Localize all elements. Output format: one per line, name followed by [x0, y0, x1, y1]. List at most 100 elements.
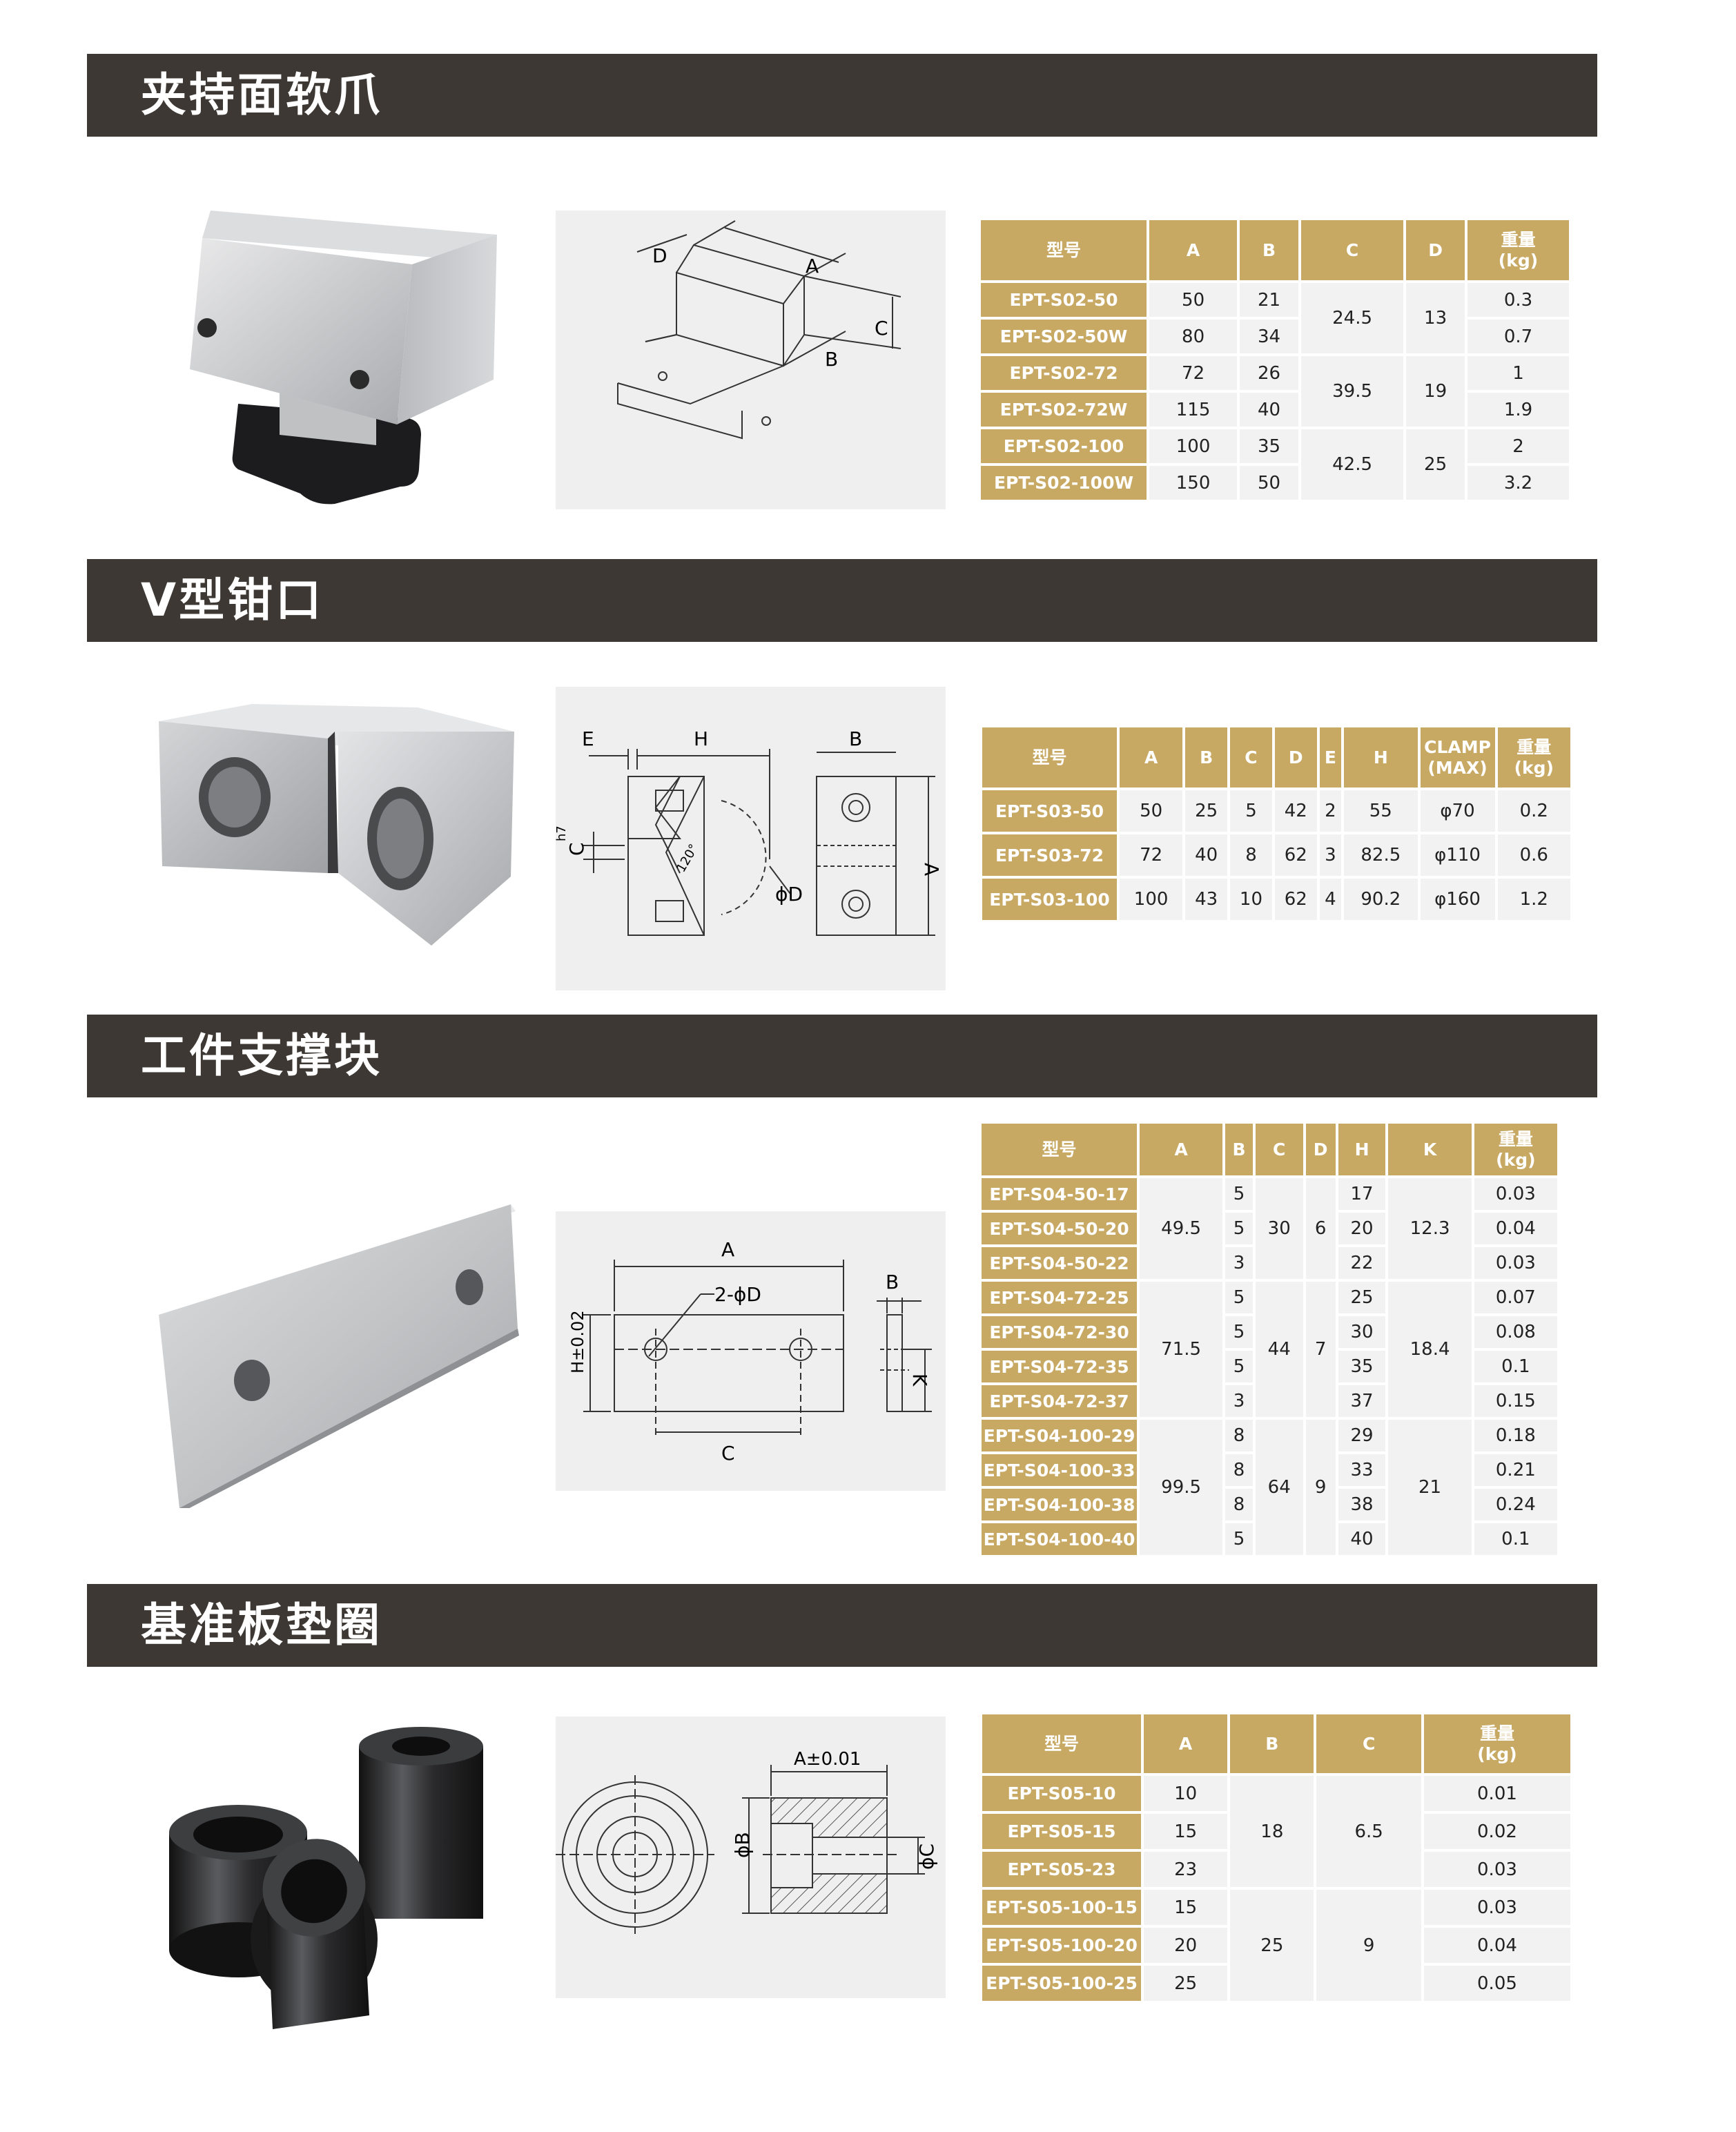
value-cell: 0.1	[1474, 1523, 1557, 1555]
dim-d-label: D	[652, 244, 667, 267]
value-cell: 0.04	[1423, 1928, 1570, 1963]
table-row: EPT-S04-50-22 3 22 0.03	[982, 1247, 1557, 1279]
header-cell: D	[1406, 220, 1465, 280]
table-row: EPT-S03-50 50 25 5 42 2 55 φ70 0.2	[982, 790, 1570, 832]
header-cell: C	[1316, 1714, 1421, 1773]
value-cell: 2	[1467, 429, 1569, 463]
value-cell: 64	[1255, 1420, 1303, 1555]
value-cell: 100	[1120, 879, 1183, 920]
header-cell: 重量 (kg)	[1474, 1124, 1557, 1175]
value-cell: 0.1	[1474, 1351, 1557, 1382]
value-cell: 8	[1225, 1489, 1253, 1520]
soft-jaw-drawing: A D C B	[556, 211, 946, 509]
model-cell: EPT-S05-100-15	[982, 1890, 1141, 1925]
header-cell: 重量 (kg)	[1497, 727, 1570, 788]
value-cell: 55	[1344, 790, 1418, 832]
value-cell: 0.05	[1423, 1966, 1570, 2001]
dim-b-label: B	[886, 1271, 899, 1293]
model-cell: EPT-S02-72	[981, 356, 1147, 390]
table-row: EPT-S05-10 10 18 6.5 0.01	[982, 1776, 1570, 1887]
value-cell: 25	[1406, 429, 1465, 500]
section-title: 工件支撑块	[141, 1029, 382, 1082]
model-cell: EPT-S04-100-40	[982, 1523, 1137, 1555]
header-cell: 型号	[982, 1124, 1137, 1175]
value-cell: 80	[1149, 320, 1238, 353]
washer-drawing: A±0.01 ϕB ϕC	[556, 1717, 946, 1998]
value-cell: 100	[1149, 429, 1238, 463]
dim-tolerance-label: h7	[556, 825, 569, 841]
table-header-row: 型号 A B C D E H CLAMP (MAX) 重量 (kg)	[982, 727, 1570, 788]
header-cell: A	[1149, 220, 1238, 280]
value-cell: 7	[1305, 1282, 1336, 1417]
value-cell: 35	[1240, 429, 1298, 463]
model-cell: EPT-S03-50	[982, 790, 1117, 832]
value-cell: 62	[1274, 834, 1317, 876]
table-row: EPT-S03-100 100 43 10 62 4 90.2 φ160 1.2	[982, 879, 1570, 920]
table-row: EPT-S02-72W 115 40 1.9	[981, 393, 1569, 427]
table-row: EPT-S04-72-25 71.5 5 44 7 25 18.4 0.07	[982, 1282, 1557, 1417]
value-cell: 71.5	[1140, 1282, 1223, 1417]
value-cell: 0.21	[1474, 1454, 1557, 1486]
value-cell: 10	[1230, 879, 1272, 920]
table-row: EPT-S04-100-33 8 33 0.21	[982, 1454, 1557, 1486]
value-cell: 9	[1316, 1890, 1421, 2001]
table-header-row: 型号 A B C D H K 重量 (kg)	[982, 1124, 1557, 1175]
value-cell: 3	[1319, 834, 1342, 876]
section-title-bar: 夹持面软爪	[87, 54, 1597, 137]
dim-c-label: C	[875, 317, 888, 340]
value-cell: 40	[1240, 393, 1298, 427]
value-cell: 0.15	[1474, 1385, 1557, 1417]
header-cell: B	[1185, 727, 1228, 788]
value-cell: 25	[1185, 790, 1228, 832]
dim-a-label: A	[920, 863, 943, 876]
support-block-photo	[155, 1204, 521, 1508]
header-cell: H	[1344, 727, 1418, 788]
support-block-drawing: A 2-ϕD H±0.02 C B K	[556, 1211, 946, 1491]
dim-d-label: ϕD	[775, 883, 803, 906]
value-cell: 1	[1467, 356, 1569, 390]
value-cell: 0.07	[1474, 1282, 1557, 1313]
value-cell: 3	[1225, 1385, 1253, 1417]
value-cell: 5	[1225, 1282, 1253, 1313]
value-cell: 25	[1338, 1282, 1386, 1313]
table-row: EPT-S02-100W 150 50 3.2	[981, 466, 1569, 500]
value-cell: 0.03	[1423, 1890, 1570, 1925]
value-cell: 50	[1149, 283, 1238, 317]
value-cell: 34	[1240, 320, 1298, 353]
value-cell: 5	[1230, 790, 1272, 832]
dim-h-label: H±0.02	[568, 1310, 587, 1373]
model-cell: EPT-S04-100-33	[982, 1454, 1137, 1486]
dim-b-label: B	[849, 727, 862, 750]
header-cell: C	[1300, 220, 1404, 280]
value-cell: 30	[1338, 1316, 1386, 1348]
value-cell: 0.6	[1497, 834, 1570, 876]
dim-angle-label: 120°	[674, 841, 701, 874]
model-cell: EPT-S04-50-17	[982, 1178, 1137, 1210]
table-header-row: 型号 A B C 重量 (kg)	[982, 1714, 1570, 1773]
value-cell: 25	[1230, 1890, 1314, 2001]
table-row: EPT-S04-100-40 5 40 0.1	[982, 1523, 1557, 1555]
table-row: EPT-S04-50-20 5 20 0.04	[982, 1213, 1557, 1244]
table-row: EPT-S05-23 23 0.03	[982, 1852, 1570, 1887]
table-row: EPT-S04-72-30 5 30 0.08	[982, 1316, 1557, 1348]
value-cell: 29	[1338, 1420, 1386, 1451]
table-row: EPT-S05-100-20 20 0.04	[982, 1928, 1570, 1963]
value-cell: 72	[1120, 834, 1183, 876]
value-cell: 19	[1406, 356, 1465, 427]
value-cell: φ160	[1420, 879, 1495, 920]
value-cell: 38	[1338, 1489, 1386, 1520]
value-cell: 8	[1225, 1454, 1253, 1486]
value-cell: 0.18	[1474, 1420, 1557, 1451]
header-cell: 重量 (kg)	[1467, 220, 1569, 280]
table-row: EPT-S05-100-25 25 0.05	[982, 1966, 1570, 2001]
value-cell: 18	[1230, 1776, 1314, 1887]
model-cell: EPT-S05-15	[982, 1814, 1141, 1849]
value-cell: 26	[1240, 356, 1298, 390]
v-jaw-photo	[155, 701, 521, 949]
value-cell: 12.3	[1388, 1178, 1472, 1279]
value-cell: 22	[1338, 1247, 1386, 1279]
soft-jaw-photo	[176, 197, 500, 514]
value-cell: 5	[1225, 1178, 1253, 1210]
value-cell: 15	[1144, 1814, 1228, 1849]
table-row: EPT-S04-72-37 3 37 0.15	[982, 1385, 1557, 1417]
